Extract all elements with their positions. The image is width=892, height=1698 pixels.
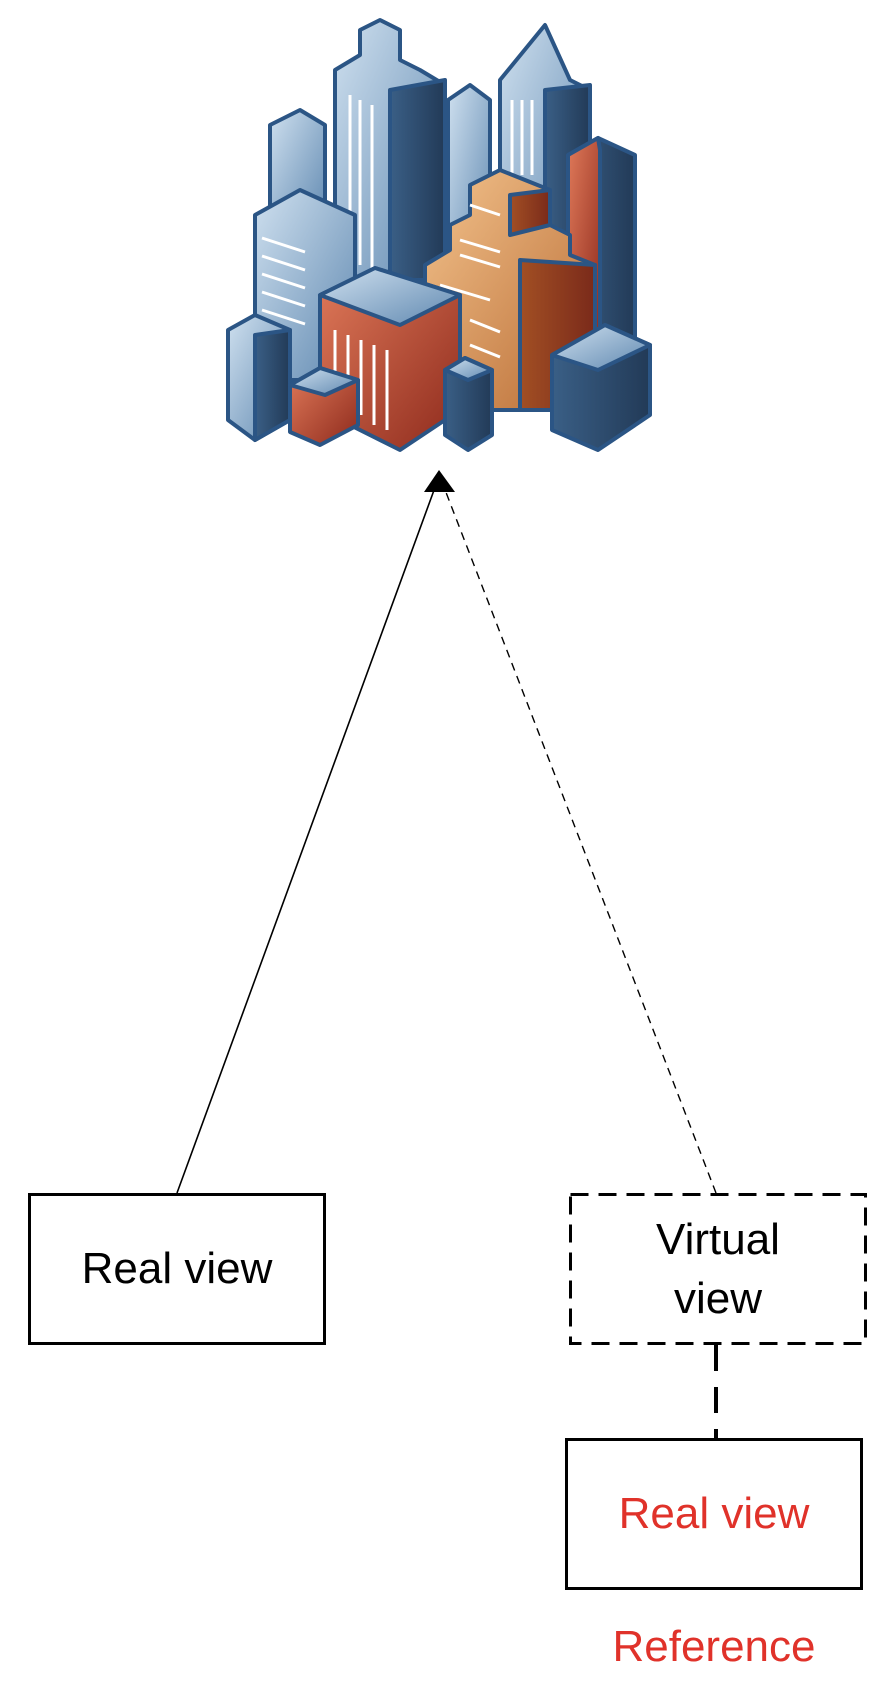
virtual-view-label: Virtual view (656, 1210, 780, 1329)
reference-caption: Reference (612, 1622, 816, 1671)
virtual-view-box-border (569, 1193, 867, 1345)
virtual-view-label-line2: view (673, 1274, 762, 1323)
solid-arrow-line (176, 481, 438, 1194)
city-buildings-icon (226, 18, 652, 452)
real-view-box: Real view (28, 1193, 326, 1345)
real-view-label: Real view (81, 1244, 273, 1294)
virtual-view-box: Virtual view (569, 1193, 867, 1345)
dashed-arrow-line (441, 481, 717, 1194)
virtual-view-label-line1: Virtual (656, 1214, 780, 1264)
reference-real-view-label: Real view (618, 1489, 810, 1539)
arrowhead (424, 470, 455, 492)
reference-real-view-box: Real view (565, 1438, 863, 1590)
